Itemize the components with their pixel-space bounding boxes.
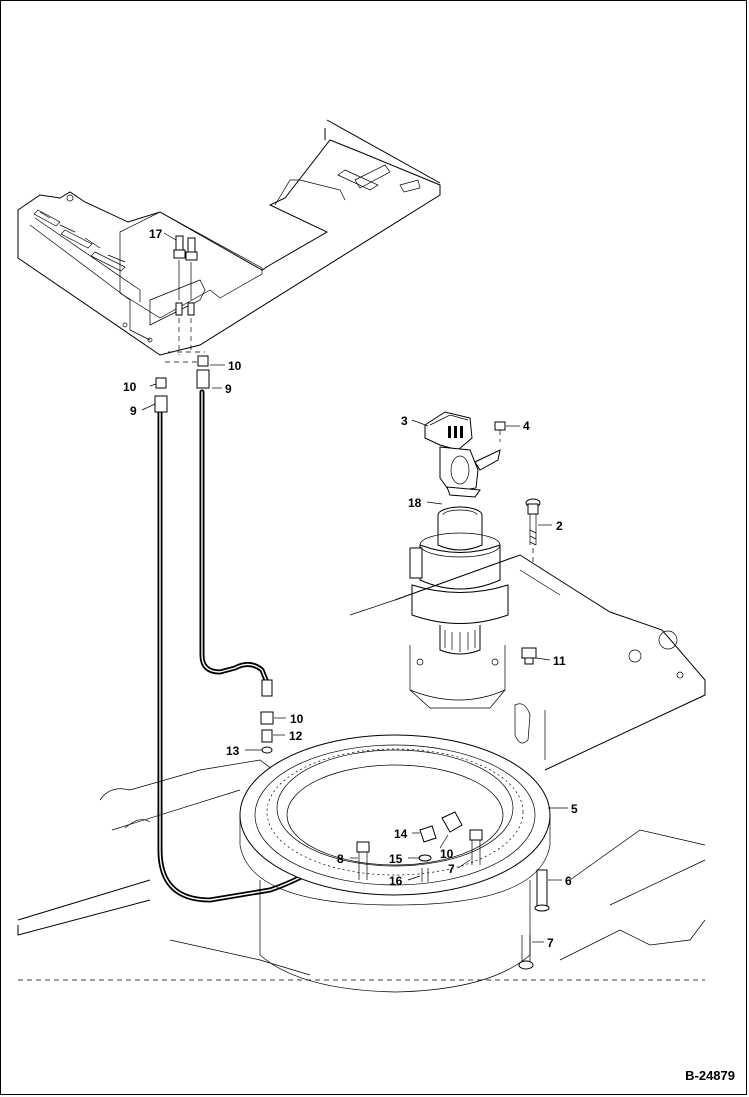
callout-10-lower: 10 xyxy=(440,847,454,861)
upper-frame-plate xyxy=(17,119,441,356)
bolt-7-inner xyxy=(469,829,483,865)
callout-3: 3 xyxy=(401,414,408,428)
callout-4: 4 xyxy=(523,419,530,433)
callout-9-right: 9 xyxy=(225,382,232,396)
callout-6: 6 xyxy=(565,874,572,888)
plug-11 xyxy=(521,647,537,665)
callout-15: 15 xyxy=(389,852,403,866)
callout-5: 5 xyxy=(571,802,578,816)
bolt-8 xyxy=(356,841,370,880)
callout-12: 12 xyxy=(289,729,303,743)
swing-reduction-gear xyxy=(409,506,509,709)
lower-frame-plate xyxy=(17,554,706,976)
small-parts-14-15-16 xyxy=(418,811,463,882)
callout-14: 14 xyxy=(394,827,408,841)
bolt-2 xyxy=(525,498,541,565)
drawing-reference-number: B-24879 xyxy=(685,1068,735,1083)
leader-lines xyxy=(141,232,568,943)
callout-10-upper-left: 10 xyxy=(123,380,137,394)
swing-motor-3 xyxy=(424,411,506,498)
callout-labels: 17 10 10 9 9 3 4 18 2 11 10 12 13 5 14 8… xyxy=(123,227,578,950)
callout-7-lower: 7 xyxy=(547,936,554,950)
callout-7-inner: 7 xyxy=(448,862,455,876)
callout-11: 11 xyxy=(553,654,566,668)
callout-10-middle: 10 xyxy=(290,712,304,726)
bolt-6 xyxy=(534,869,550,912)
callout-16: 16 xyxy=(389,874,403,888)
bolt-7-lower xyxy=(518,935,534,970)
callout-13: 13 xyxy=(226,744,240,758)
callout-2: 2 xyxy=(556,519,563,533)
callout-10-upper-right: 10 xyxy=(228,359,242,373)
callout-17: 17 xyxy=(149,227,163,241)
callout-18: 18 xyxy=(408,496,422,510)
hose-fittings xyxy=(154,355,274,754)
slewing-ring-5 xyxy=(239,734,551,993)
callout-9-left: 9 xyxy=(130,404,137,418)
callout-8: 8 xyxy=(337,852,344,866)
fitting-17-pair xyxy=(165,235,205,363)
